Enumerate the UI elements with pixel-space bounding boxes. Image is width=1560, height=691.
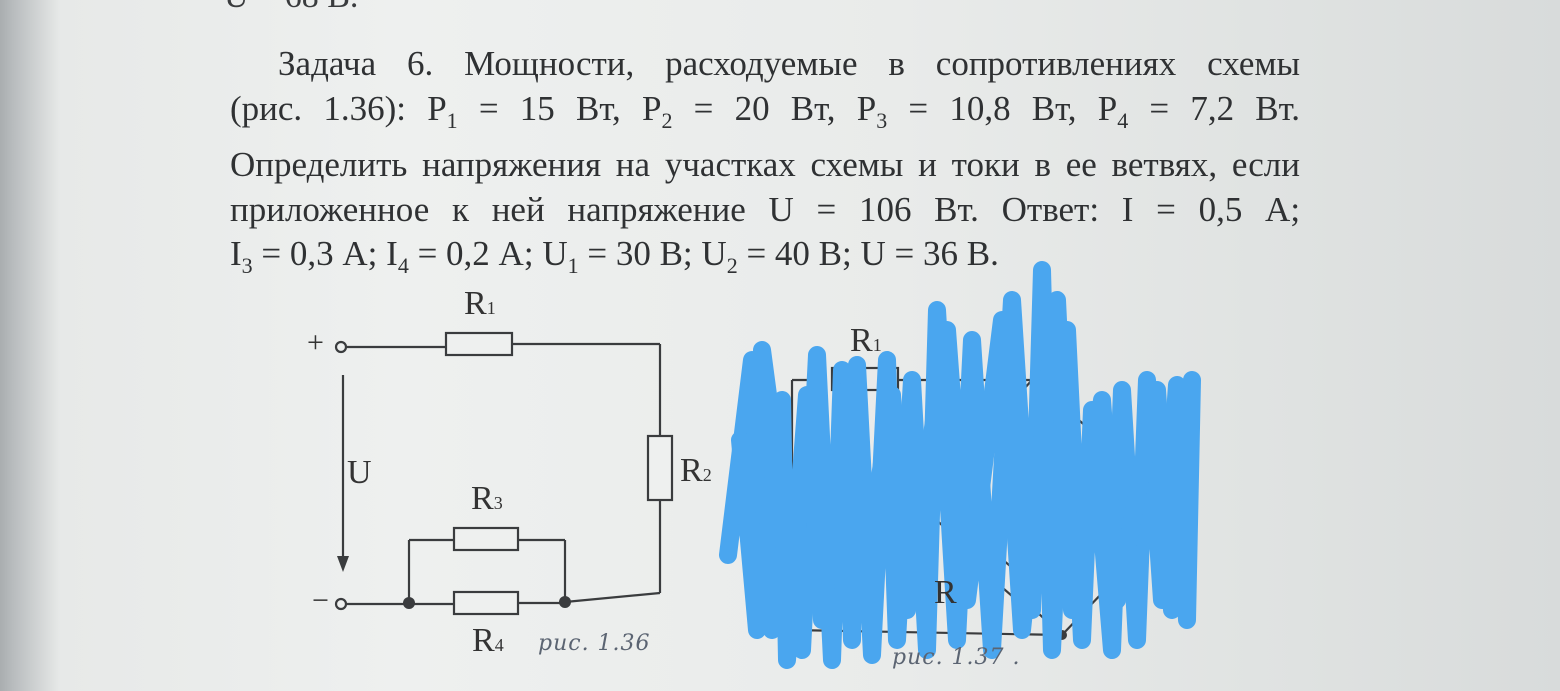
applied-voltage: U = 106 Вт.: [768, 189, 979, 229]
problem-line-5: I3 = 0,3 А; I4 = 0,2 А; U1 = 30 В; U2 = …: [230, 232, 1300, 289]
power-p4: P4 = 7,2 Вт.: [1097, 88, 1301, 133]
power-p2: P2 = 20 Вт,: [641, 88, 836, 133]
label-r1: R1: [464, 285, 496, 322]
problem-6-text: Задача 6. Мощности, расходуемые в сопрот…: [230, 42, 1300, 289]
circuit-diagram-1-36: [334, 261, 1201, 669]
problem-line-3: Определить напряжения на участках схемы …: [230, 145, 1300, 184]
label-voltage: U: [347, 454, 372, 491]
handwritten-caption-1-37: рис. 1.37 .: [892, 645, 1021, 670]
power-p1: P1 = 15 Вт,: [427, 88, 621, 133]
label-r2: R2: [680, 452, 712, 489]
word: схемы: [1207, 44, 1301, 83]
textbook-page: U = 68 В. Задача 6. Мощности, расходуемы…: [12, 0, 1560, 691]
handwritten-caption-1-36: рис. 1.36: [538, 631, 651, 656]
junction-node: [559, 596, 571, 608]
label-r3: R3: [471, 480, 503, 517]
label-r4: R4: [472, 622, 504, 659]
resistor-r4: [452, 590, 520, 616]
answer-u: U = 36 В.: [860, 234, 999, 273]
previous-answer-fragment: U = 68 В.: [224, 0, 358, 16]
answer-i3: I3 = 0,3 А;: [230, 234, 387, 278]
problem-line-2: (рис. 1.36): P1 = 15 Вт, P2 = 20 Вт, P3 …: [230, 87, 1300, 144]
negative-terminal: [334, 597, 348, 611]
word: сопротивлениях: [935, 44, 1177, 83]
label-minus: −: [312, 584, 329, 617]
figure-reference: (рис. 1.36):: [230, 88, 406, 128]
answer-u2: U2 = 40 В;: [701, 234, 861, 278]
junction-node: [403, 597, 415, 609]
answer-i4: I4 = 0,2 А;: [386, 234, 543, 278]
resistor-r3: [452, 526, 520, 552]
word: в: [888, 44, 905, 83]
answer-label: Ответ:: [1001, 189, 1100, 229]
word: расходуемые: [665, 44, 858, 83]
positive-terminal: [334, 340, 348, 354]
problem-number: Задача 6.: [278, 44, 434, 83]
label-r-fig137: R: [934, 574, 957, 611]
power-p3: P3 = 10,8 Вт,: [856, 88, 1077, 133]
problem-line-4: приложенное к ней напряжение U = 106 Вт.…: [230, 189, 1301, 229]
problem-line-1: Задача 6. Мощности, расходуемые в сопрот…: [230, 42, 1300, 87]
word: Мощности,: [464, 44, 635, 83]
resistor-r1: [444, 331, 514, 357]
answer-u1: U1 = 30 В;: [542, 234, 702, 278]
label-plus: +: [307, 326, 324, 359]
resistor-r2: [646, 434, 674, 502]
answer-current-i: I = 0,5 А;: [1121, 189, 1301, 229]
label-r1-fig137: R1: [850, 322, 882, 359]
